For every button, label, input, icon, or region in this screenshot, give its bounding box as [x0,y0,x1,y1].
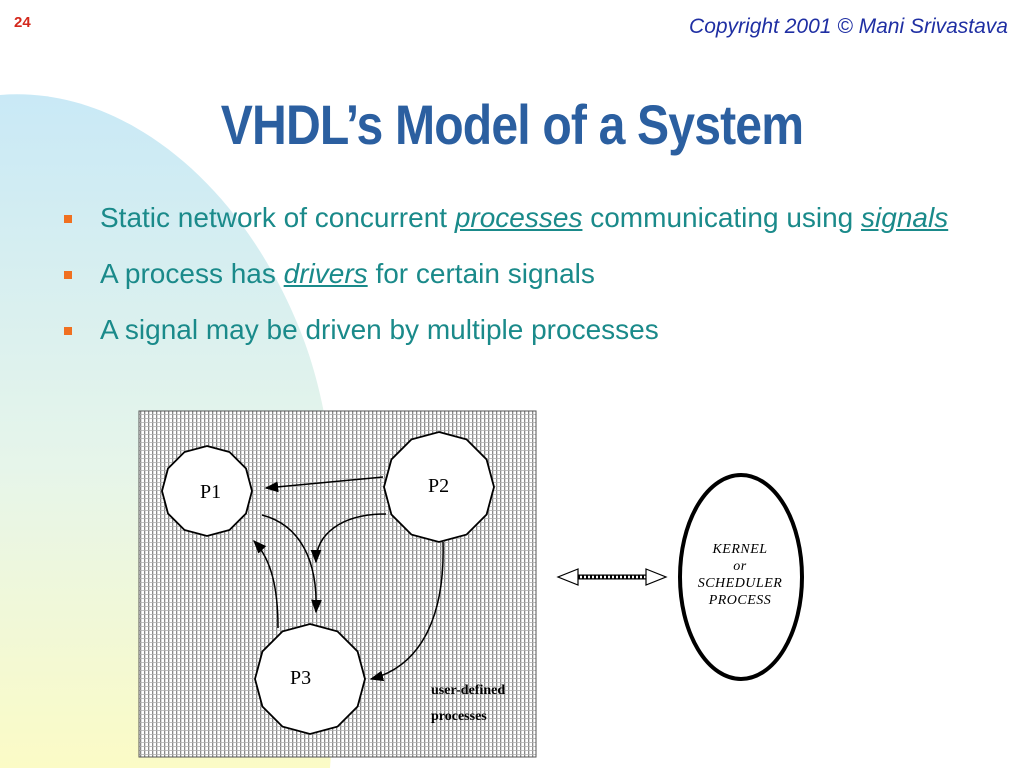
term-drivers: drivers [283,258,368,289]
slide-title: VHDL’s Model of a System [220,93,804,156]
process-node-p2 [383,431,495,543]
bullet-text: Static network of concurrent [100,202,455,233]
bullet-text: A signal may be driven by multiple proce… [100,314,659,345]
bullet-item-1: Static network of concurrent processes c… [62,200,962,236]
edge-p2-to-p3 [310,513,387,564]
bullet-text: A process has [100,258,284,289]
process-node-p1 [161,445,253,537]
edge-p2-to-p3-right [369,541,444,682]
kernel-label-line-1: KERNEL [711,542,767,557]
term-processes: processes [454,202,583,233]
bullet-item-2: A process has drivers for certain signal… [62,256,962,292]
term-signals: signals [861,202,949,233]
bullet-list: Static network of concurrent processes c… [62,200,962,368]
kernel-connector [556,568,668,586]
kernel-process-node [678,473,804,681]
process-node-p3 [254,623,366,735]
square-bullet-icon [64,215,72,223]
copyright-notice: Copyright 2001 © Mani Srivastava [689,15,1008,38]
kernel-label-line-4: PROCESS [708,593,772,608]
edge-p3-to-p1 [253,540,279,629]
panel-caption-line-1: user-defined [431,683,505,698]
edge-p2-to-p1 [264,476,384,493]
bullet-text: communicating using [582,202,862,233]
bullet-item-3: A signal may be driven by multiple proce… [62,312,962,348]
kernel-label-line-2: or [733,559,747,574]
kernel-label-line-3: SCHEDULER [698,576,783,591]
panel-caption-line-2: processes [431,709,487,724]
slide-number: 24 [14,14,31,31]
node-label-p1: P1 [200,481,221,503]
square-bullet-icon [64,271,72,279]
bullet-text: for certain signals [367,258,595,289]
square-bullet-icon [64,327,72,335]
node-label-p2: P2 [428,475,449,497]
edge-p1-to-p3 [261,514,322,614]
node-label-p3: P3 [290,667,311,689]
